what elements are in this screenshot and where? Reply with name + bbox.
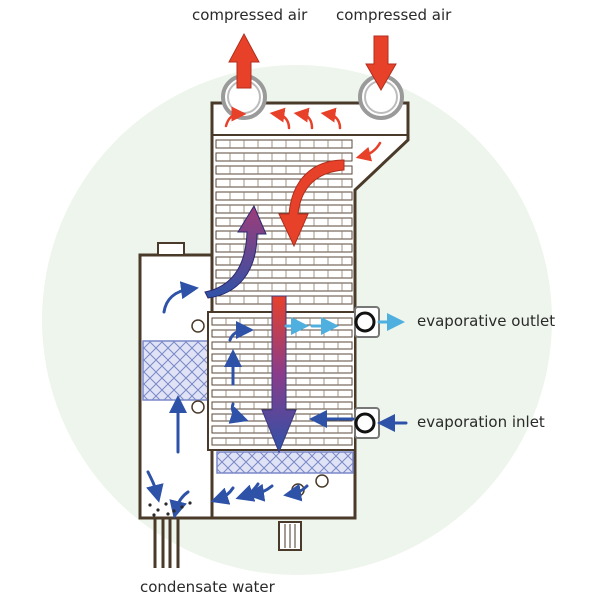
chamber-mesh-filter (142, 340, 211, 401)
fin-row (215, 204, 353, 214)
fin-row (215, 269, 353, 279)
demister-mesh (216, 451, 354, 474)
chamber-sensor-bottom (191, 400, 205, 414)
air-out-arrow (228, 32, 260, 89)
drain-pipe-left (153, 518, 165, 568)
evaporative-outlet-connector (354, 306, 380, 338)
fin-row (215, 256, 353, 266)
fin-row (215, 191, 353, 201)
fin-row (215, 178, 353, 188)
bottom-sensor-2 (315, 474, 329, 488)
reheat-up-arrow (204, 204, 267, 299)
fin-row (215, 243, 353, 253)
air-in-arrow (365, 35, 397, 92)
air-outlet-label: compressed air (192, 6, 308, 24)
evaporation-inlet-connector (354, 407, 380, 439)
drain-pipe-right (168, 518, 180, 568)
fin-row (215, 282, 353, 292)
air-inlet-label: compressed air (336, 6, 452, 24)
chamber-cap (157, 242, 185, 256)
fin-row (215, 165, 353, 175)
evaporation-inlet-label: evaporation inlet (417, 413, 545, 431)
condensate-drops (148, 501, 192, 517)
chamber-sensor-top (191, 319, 205, 333)
cooling-down-arrow (261, 295, 297, 454)
condensate-water-label: condensate water (140, 578, 275, 596)
fin-row (215, 139, 353, 149)
evaporative-outlet-label: evaporative outlet (417, 312, 556, 330)
air-inlet-pipe (358, 74, 404, 120)
manifold-flow-arrows (224, 106, 382, 162)
fin-row (215, 152, 353, 162)
chamber-flow-arrows (146, 281, 408, 519)
refrigerant-out-arrows (284, 313, 405, 335)
fin-row (215, 230, 353, 240)
hot-air-swirl-arrow (278, 159, 345, 248)
